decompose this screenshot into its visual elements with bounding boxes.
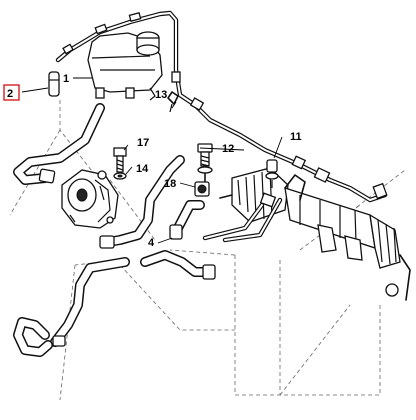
callout-labels: 2 1 17 14 13 12 11 18 4 <box>3 73 302 249</box>
part-2-highlight-box <box>3 84 20 101</box>
callout-12[interactable]: 12 <box>222 143 234 155</box>
callout-14[interactable]: 14 <box>136 163 149 175</box>
part-11-fitting <box>265 159 279 188</box>
part-18-grommet <box>194 181 210 197</box>
part-4-hose <box>140 200 216 280</box>
part-1-reservoir <box>87 31 163 101</box>
callout-4[interactable]: 4 <box>148 237 155 249</box>
leader-lines <box>21 77 283 244</box>
steering-rack <box>202 167 411 301</box>
callout-13[interactable]: 13 <box>155 89 167 101</box>
callout-17[interactable]: 17 <box>137 137 149 149</box>
part-17-bolt <box>113 147 127 173</box>
part-12-banjo-bolt <box>197 143 213 186</box>
callout-18[interactable]: 18 <box>164 178 176 190</box>
part-2-hose-segment <box>48 71 60 97</box>
callout-11[interactable]: 11 <box>290 131 302 143</box>
steering-pump <box>61 169 119 229</box>
part-13-clip <box>167 91 179 113</box>
callout-1[interactable]: 1 <box>63 73 69 85</box>
pressure-hose <box>99 155 185 249</box>
lower-return-hose <box>13 257 130 357</box>
callout-2[interactable]: 2 <box>7 88 13 100</box>
suction-hose <box>13 103 105 185</box>
return-pipe-top <box>55 10 388 203</box>
part-14-washer <box>113 172 127 180</box>
